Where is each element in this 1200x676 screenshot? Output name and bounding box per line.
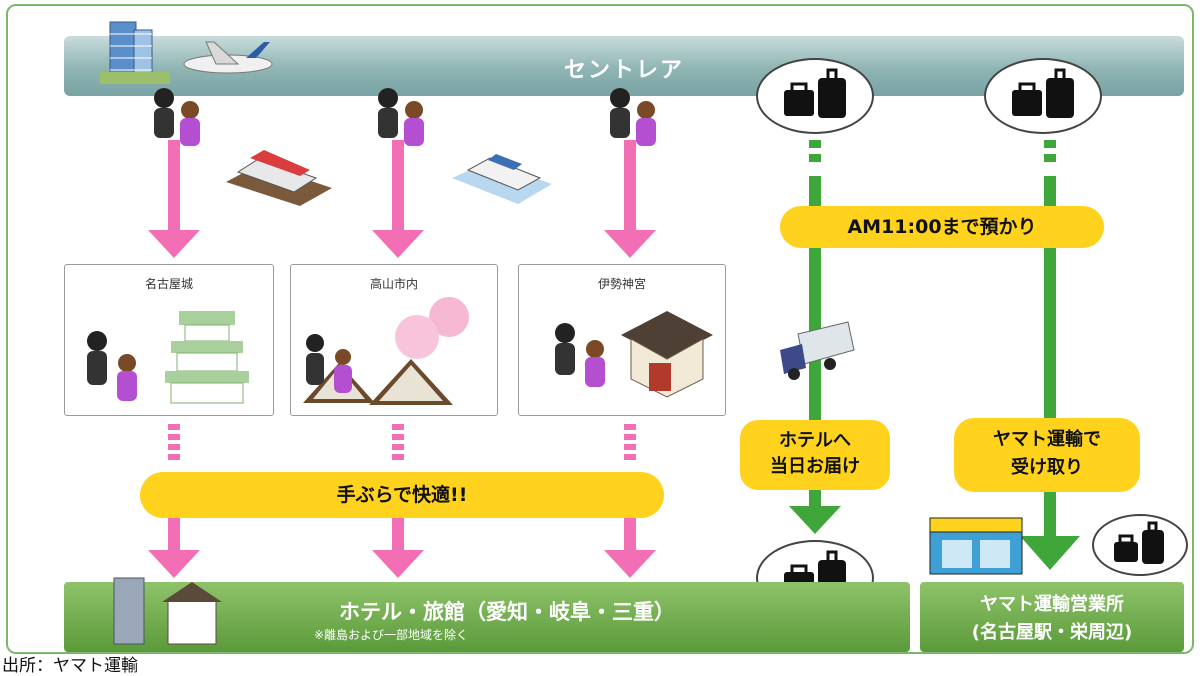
luggage-icon [1114, 521, 1164, 564]
ise-shrine-icon [555, 311, 713, 398]
hands-free-pill: 手ぶらで快適!! [140, 472, 664, 518]
airplane-icon [183, 41, 273, 74]
hotel-building-icon [113, 577, 222, 645]
luggage-icon [1012, 68, 1074, 118]
travelers-icon [610, 88, 656, 146]
yamato-pickup-pill: ヤマト運輸で 受け取り [954, 418, 1140, 492]
diagram-frame [6, 4, 1194, 654]
hotel-bar: ホテル・旅館（愛知・岐阜・三重） ※離島および一部地域を除く [64, 577, 910, 652]
travelers-icon [154, 88, 200, 146]
source-caption: 出所：ヤマト運輸 [2, 656, 138, 676]
destination-card-takayama: 高山市内 [290, 264, 498, 416]
luggage-circle-yamato [1092, 514, 1188, 576]
nagoya-castle-icon [87, 311, 249, 404]
travelers-illustration [154, 88, 656, 146]
airport-illustration [100, 21, 273, 84]
deposit-pill: AM11:00まで預かり [780, 206, 1104, 248]
hotel-delivery-pill: ホテルへ 当日お届け [740, 420, 890, 490]
travelers-icon [378, 88, 424, 146]
hotel-delivery-line2: 当日お届け [770, 456, 860, 477]
yamato-office-line1: ヤマト運輸営業所 [980, 594, 1124, 615]
destination-title: 伊勢神宮 [597, 277, 646, 291]
luggage-icon [784, 68, 846, 118]
hotel-note: ※離島および一部地域を除く [314, 628, 469, 642]
destination-card-nagoya-castle: 名古屋城 [64, 264, 274, 416]
airport-building-icon [100, 21, 170, 84]
train-icon [226, 150, 332, 206]
destination-title: 名古屋城 [144, 277, 193, 291]
yamato-office-bar: ヤマト運輸営業所 (名古屋駅・栄周辺) [920, 582, 1184, 652]
yamato-pickup-line2: 受け取り [1011, 457, 1083, 478]
yamato-pickup-line1: ヤマト運輸で [993, 429, 1101, 450]
yamato-office-line2: (名古屋駅・栄周辺) [971, 622, 1133, 643]
destination-card-ise-shrine: 伊勢神宮 [518, 264, 726, 416]
ship-icon [452, 154, 552, 204]
centrair-label: セントレア [563, 58, 684, 83]
pink-arrows-top [148, 140, 656, 258]
luggage-circle-top-right [984, 58, 1102, 134]
destination-title: 高山市内 [369, 277, 418, 291]
takayama-village-icon [303, 297, 469, 405]
luggage-circle-top-left [756, 58, 874, 134]
hotel-delivery-line1: ホテルへ [779, 430, 851, 451]
hotel-title: ホテル・旅館（愛知・岐阜・三重） [339, 600, 675, 624]
yamato-office-icon [929, 517, 1023, 575]
delivery-truck-icon [780, 321, 855, 380]
